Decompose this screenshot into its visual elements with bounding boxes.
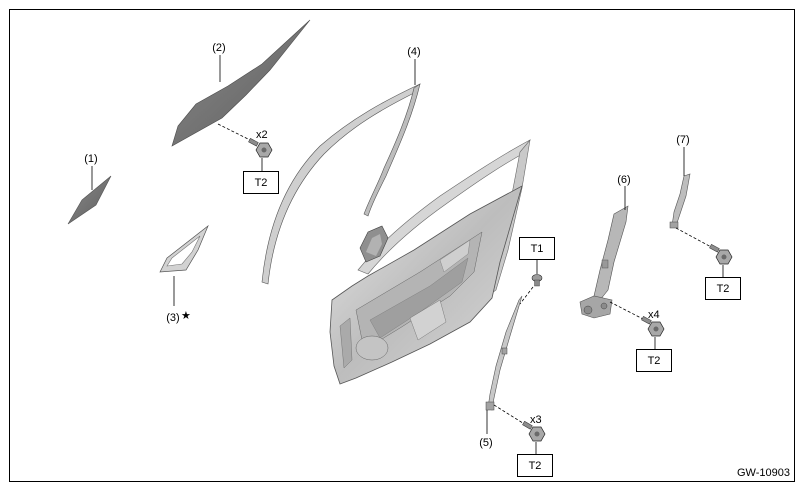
- torque-label-t2-c: T2: [529, 460, 542, 472]
- label-part-7: (7): [676, 134, 689, 146]
- screw-icon-t1: [531, 274, 543, 287]
- part-4-glass-run: [261, 83, 421, 285]
- part-5-lower-sash: [485, 295, 523, 411]
- dashed-leader-6: [609, 301, 646, 321]
- torque-label-t2-b: T2: [717, 283, 730, 295]
- label-part-2: (2): [212, 42, 225, 54]
- part-3-corner-molding: [159, 224, 209, 273]
- dashed-leader-5: [493, 404, 527, 426]
- bolt-icon-rear: [709, 244, 733, 265]
- part-7-rear-sash: [669, 173, 691, 229]
- torque-box-t1: [519, 237, 555, 260]
- torque-label-t2-a: T2: [255, 177, 268, 189]
- dashed-leader-t1: [519, 286, 534, 305]
- dashed-leader-2: [217, 123, 251, 141]
- figure-code: GW-10903: [737, 467, 790, 479]
- torque-box-t2-b: [705, 277, 741, 300]
- front-door-panel: [329, 138, 531, 385]
- bolt-icon-x4: [641, 316, 665, 337]
- label-part-4: (4): [407, 46, 420, 58]
- label-part-1: (1): [84, 153, 97, 165]
- qty-x2: x2: [256, 129, 268, 141]
- bolt-icon-x3: [522, 420, 546, 442]
- torque-box-t2-c: [517, 454, 553, 477]
- part-6-window-regulator: [579, 205, 629, 319]
- label-part-6: (6): [617, 174, 630, 186]
- dashed-leader-7: [675, 227, 714, 249]
- label-part-5: (5): [479, 437, 492, 449]
- label-part-3: (3): [166, 312, 179, 324]
- part-2-door-glass: [171, 19, 311, 147]
- star-mark: ★: [181, 310, 191, 322]
- part-1-quarter-glass: [67, 175, 112, 225]
- bolt-icon-x2: [248, 138, 273, 158]
- qty-x3: x3: [530, 414, 542, 426]
- torque-label-t2-d: T2: [648, 355, 661, 367]
- torque-box-t2-a: [243, 171, 279, 194]
- qty-x4: x4: [648, 309, 660, 321]
- diagram-frame: [9, 9, 795, 482]
- torque-label-t1: T1: [531, 243, 544, 255]
- torque-box-t2-d: [636, 349, 672, 372]
